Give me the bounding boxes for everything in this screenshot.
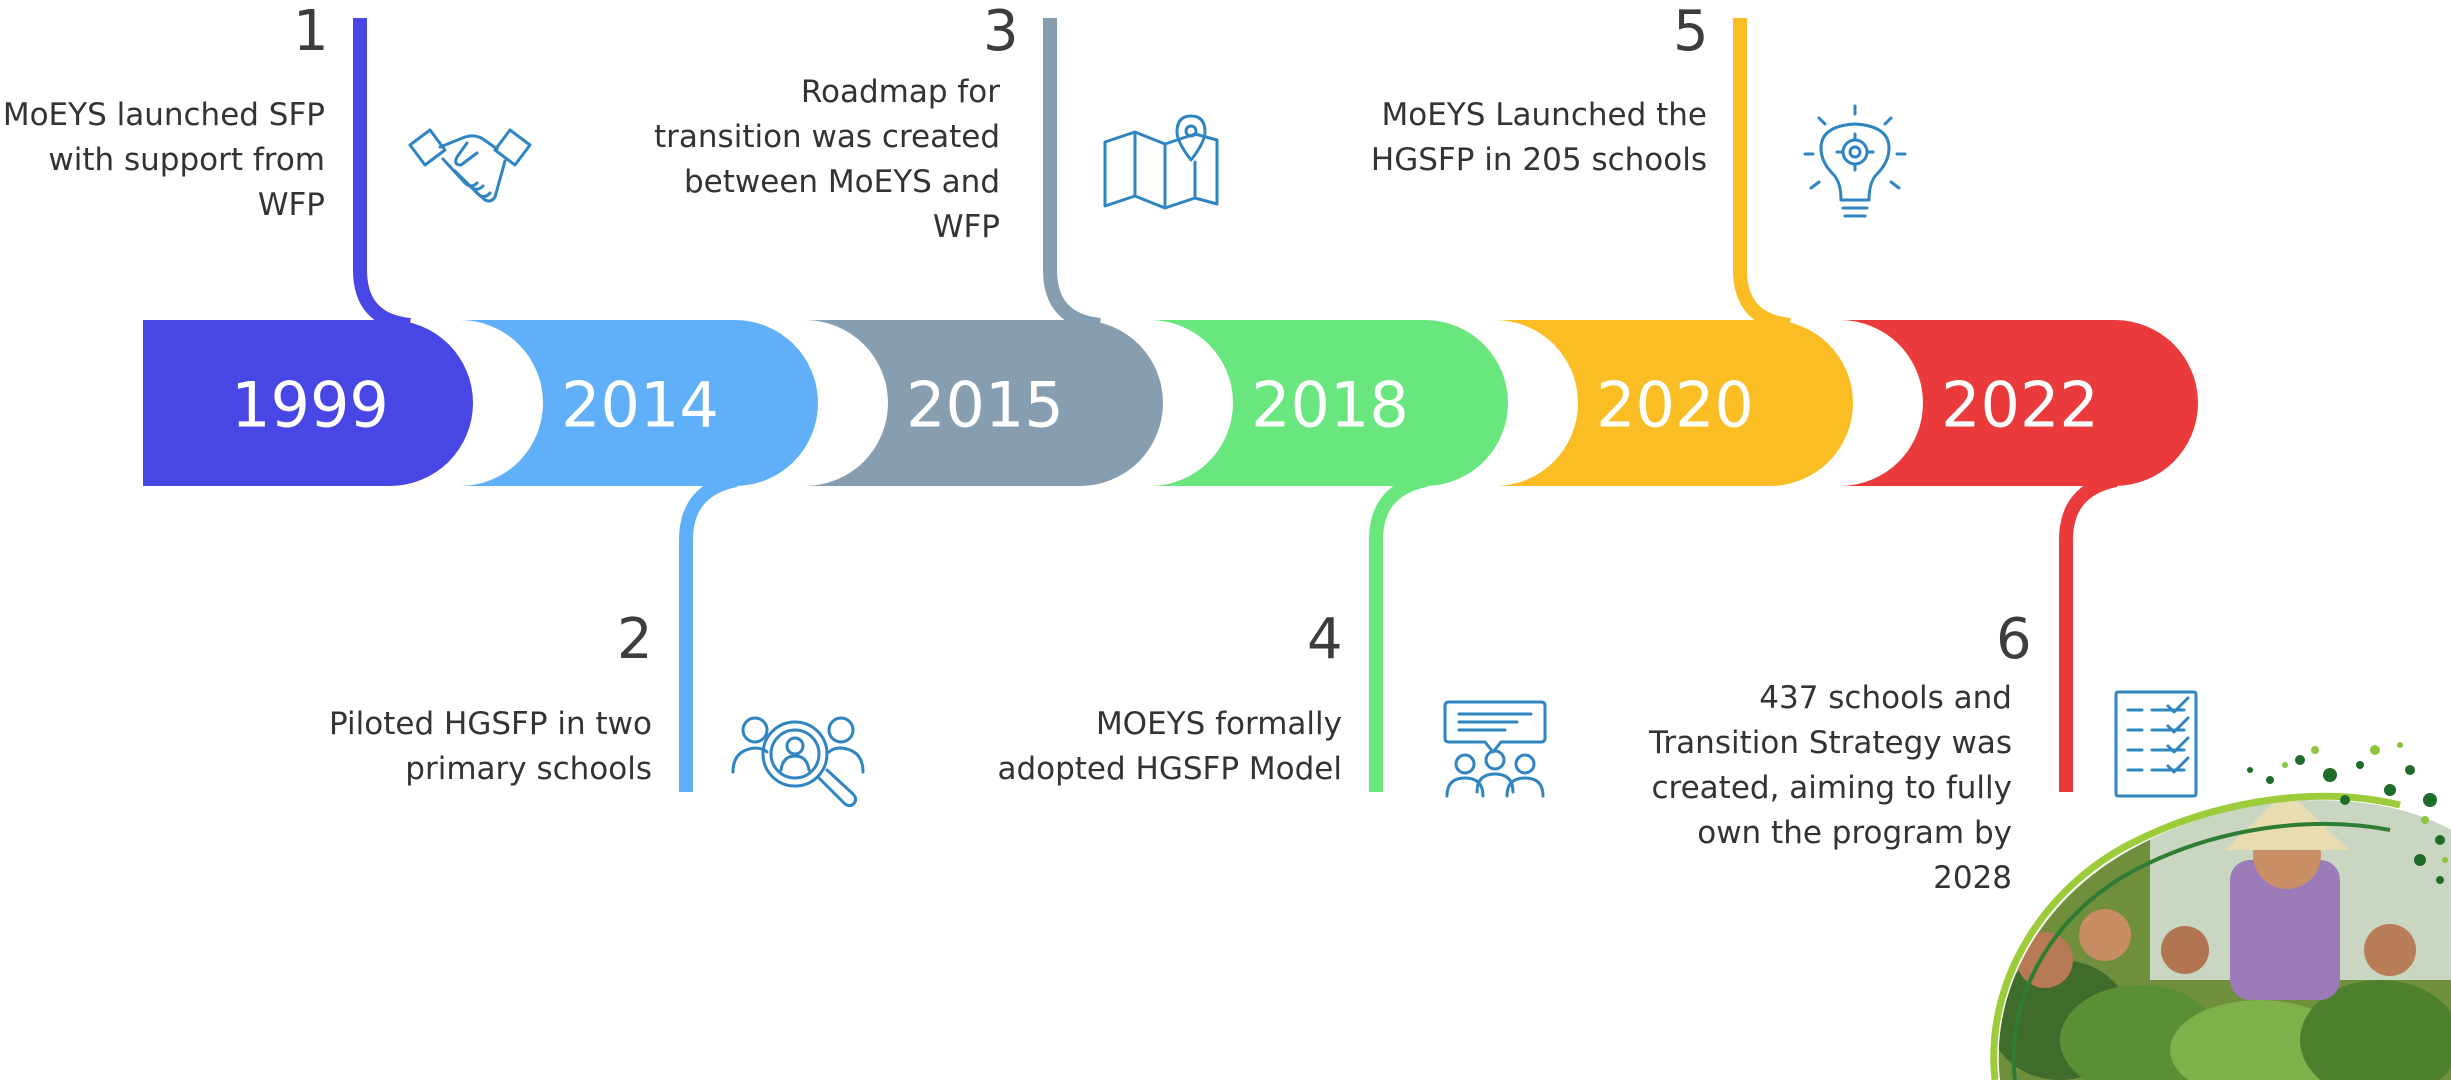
connector-4 bbox=[1369, 473, 1428, 792]
band-1999 bbox=[143, 320, 473, 486]
band-2014 bbox=[460, 320, 818, 486]
milestone-number-1: 1 bbox=[293, 0, 329, 64]
lightbulb-gear-icon bbox=[1803, 104, 1907, 218]
milestone-description-4: MOEYS formally adopted HGSFP Model bbox=[997, 706, 1342, 787]
year-label-2020: 2020 bbox=[1596, 369, 1754, 442]
meeting-chat-icon bbox=[1443, 700, 1547, 798]
map-pin-icon bbox=[1103, 114, 1219, 210]
handshake-icon bbox=[408, 128, 532, 203]
band-2022 bbox=[1840, 320, 2198, 486]
checklist-icon bbox=[2114, 690, 2198, 798]
farmers-photo bbox=[1990, 742, 2451, 1080]
milestone-number-6: 6 bbox=[1996, 607, 2032, 672]
year-label-2014: 2014 bbox=[561, 369, 719, 442]
band-2020 bbox=[1495, 320, 1853, 486]
milestone-description-6: 437 schools and Transition Strategy was … bbox=[1649, 680, 2012, 896]
milestone-number-3: 3 bbox=[983, 0, 1019, 64]
connector-6 bbox=[2059, 473, 2118, 792]
year-label-2022: 2022 bbox=[1941, 369, 2099, 442]
connector-3 bbox=[1043, 18, 1101, 332]
milestone-number-4: 4 bbox=[1307, 607, 1343, 672]
milestone-number-5: 5 bbox=[1673, 0, 1709, 64]
year-label-2015: 2015 bbox=[906, 369, 1064, 442]
band-2015 bbox=[805, 320, 1163, 486]
band-2018 bbox=[1150, 320, 1508, 486]
milestone-description-2: Piloted HGSFP in two primary schools bbox=[329, 706, 652, 787]
year-label-1999: 1999 bbox=[231, 369, 389, 442]
milestone-description-1: MoEYS launched SFP with support from WFP bbox=[2, 97, 325, 223]
connector-5 bbox=[1733, 18, 1791, 332]
milestone-number-2: 2 bbox=[617, 607, 653, 672]
people-search-icon bbox=[731, 716, 865, 808]
year-bands bbox=[143, 320, 2198, 486]
milestone-description-5: MoEYS Launched the HGSFP in 205 schools bbox=[1370, 97, 1707, 178]
milestone-description-3: Roadmap for transition was created betwe… bbox=[654, 74, 1000, 245]
connector-1 bbox=[353, 18, 411, 332]
year-label-2018: 2018 bbox=[1251, 369, 1409, 442]
connector-2 bbox=[679, 473, 738, 792]
